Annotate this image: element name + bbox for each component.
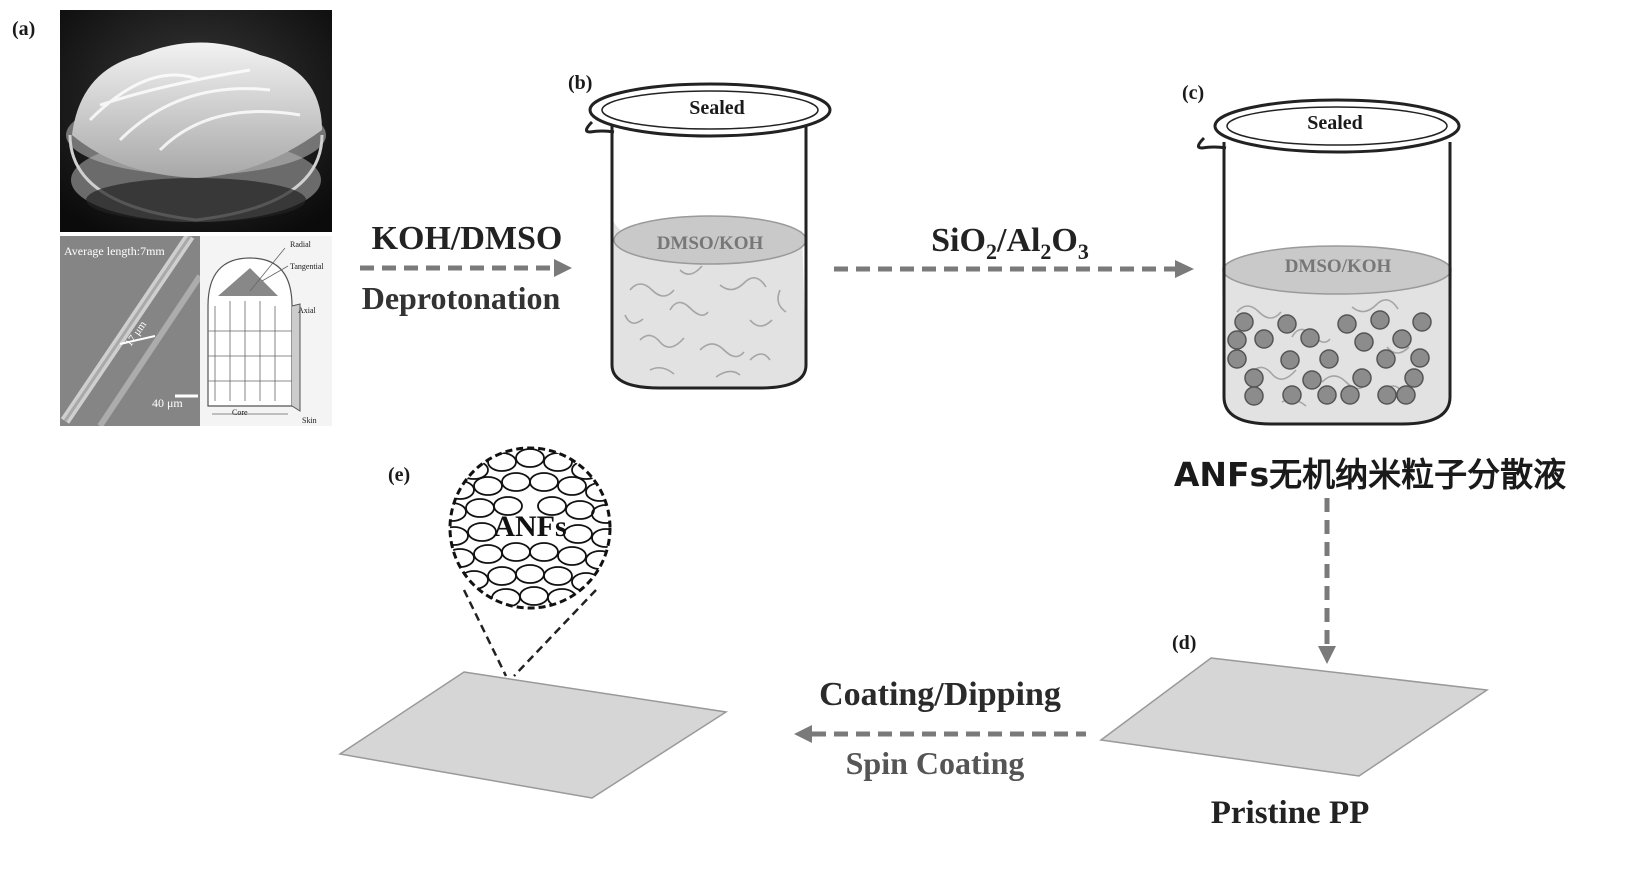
dispersion-caption: ANFs无机纳米粒子分散液 bbox=[1173, 455, 1567, 494]
arrow-a-to-b bbox=[360, 259, 572, 277]
panel-d-label: (d) bbox=[1172, 632, 1197, 654]
panel-a-label: (a) bbox=[12, 18, 36, 40]
beaker-b-liquid-label: DMSO/KOH bbox=[656, 233, 764, 254]
arrow-b-to-c bbox=[834, 260, 1194, 278]
schematic-radial-label: Radial bbox=[290, 240, 311, 249]
schematic-skin-label: Skin bbox=[302, 416, 317, 425]
arrow-d-to-e bbox=[794, 725, 1086, 743]
schematic-axial-label: Axial bbox=[298, 306, 316, 315]
fiber-structure-schematic bbox=[200, 236, 332, 426]
arrow-d-e-bottom-label: Spin Coating bbox=[845, 745, 1025, 781]
coated-separator bbox=[338, 446, 729, 799]
nanoparticles bbox=[1227, 310, 1432, 406]
arrow-a-b-bottom-label: Deprotonation bbox=[361, 280, 561, 316]
sem-image bbox=[60, 236, 200, 426]
pristine-pp-sheet bbox=[1099, 657, 1490, 777]
beaker-c-liquid-label: DMSO/KOH bbox=[1284, 256, 1392, 277]
arrow-c-to-d bbox=[1318, 498, 1336, 664]
beaker-c bbox=[1197, 98, 1461, 426]
arrow-d-e-top-label: Coating/Dipping bbox=[819, 676, 1061, 713]
pristine-pp-caption: Pristine PP bbox=[1210, 795, 1370, 831]
beaker-c-lid-label: Sealed bbox=[1307, 112, 1363, 134]
sem-scale-bar: 40 μm bbox=[152, 396, 183, 410]
schematic-core-label: Core bbox=[232, 408, 248, 417]
magnifier-anfs-label: ANFs bbox=[493, 510, 567, 543]
arrow-b-c-top-label: SiO2/Al2O3 bbox=[931, 222, 1089, 264]
petri-dish-photo bbox=[60, 10, 332, 232]
sem-average-length: Average length:7mm bbox=[64, 244, 165, 258]
beaker-b-lid-label: Sealed bbox=[689, 97, 745, 119]
panel-c-label: (c) bbox=[1182, 82, 1205, 104]
beaker-b bbox=[585, 82, 832, 390]
schematic-tangential-label: Tangential bbox=[290, 262, 324, 271]
panel-e-label: (e) bbox=[388, 464, 411, 486]
arrow-a-b-top-label: KOH/DMSO bbox=[371, 220, 563, 257]
panel-b-label: (b) bbox=[568, 72, 593, 94]
